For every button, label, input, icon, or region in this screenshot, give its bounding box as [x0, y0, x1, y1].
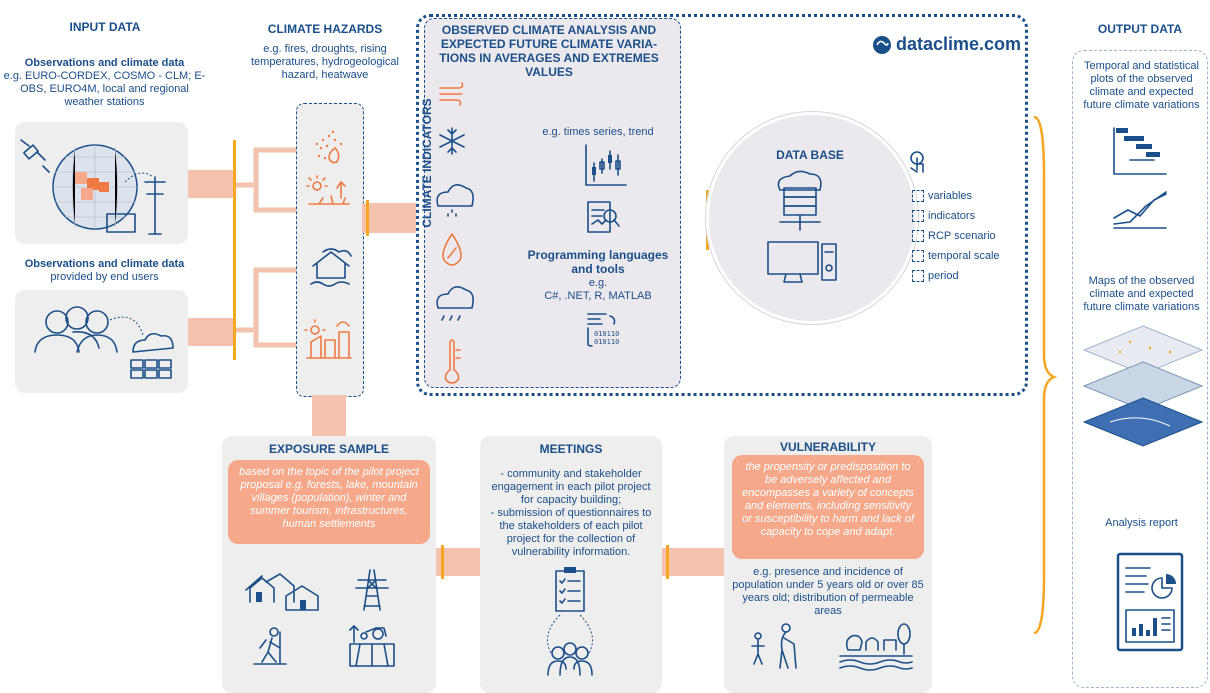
- option-temporal-scale[interactable]: temporal scale: [912, 246, 1022, 266]
- clipboard-checklist-icon: [555, 567, 585, 612]
- child-elderly-icon: [751, 623, 797, 669]
- report-text: Analysis report: [1105, 517, 1178, 529]
- exposure-icons: [245, 569, 395, 667]
- trend-lines-icon: [1113, 191, 1167, 229]
- snow-cloud-icon: [436, 184, 474, 217]
- meetings-bracket: [666, 545, 669, 579]
- hazards-panel: [296, 103, 364, 397]
- checkbox[interactable]: [912, 230, 924, 242]
- maps-text: Maps of the observed climate and expecte…: [1083, 275, 1200, 313]
- connector-hazards-exposure: [312, 395, 346, 437]
- report-analysis-icon: [587, 201, 620, 233]
- option-label: indicators: [928, 210, 976, 222]
- checkbox[interactable]: [912, 210, 924, 222]
- gantt-chart-icon: [1113, 127, 1167, 175]
- snowflake-icon: [439, 127, 465, 155]
- globe-satellite-icon: [20, 139, 166, 235]
- analysis-frame: [416, 14, 1028, 396]
- candlestick-chart-icon: [585, 144, 627, 186]
- connector-hazards-analysis: [362, 203, 416, 233]
- vulnerability-title: VULNERABILITY: [780, 440, 876, 454]
- group-of-people-icon: [547, 642, 593, 676]
- indicator-icons: [436, 82, 474, 384]
- connector-observations: [188, 170, 236, 198]
- output-bracket: [1033, 115, 1058, 635]
- dataclime-logo-icon: [873, 35, 891, 54]
- checkbox[interactable]: [912, 270, 924, 282]
- connector-meetings-vulnerability: [662, 548, 724, 576]
- code-binary-icon: 010110 010110: [587, 313, 619, 347]
- touch-select-icon: [910, 151, 924, 173]
- vulnerability-definition: the propensity or predisposition to be a…: [732, 455, 924, 559]
- observations-panel: [15, 122, 188, 244]
- users-cloud-icon: [34, 306, 174, 379]
- plot-icons: [1113, 127, 1167, 229]
- climate-hazards-text: e.g. fires, droughts, rising temperature…: [251, 43, 399, 81]
- heatwave-city-icon: [304, 319, 352, 359]
- fire-icon: [315, 130, 343, 164]
- svg-text:010110: 010110: [594, 338, 619, 346]
- power-pylon-icon: [355, 569, 389, 611]
- user-observations-title: Observations and climate data: [24, 258, 185, 270]
- exposure-bracket: [441, 545, 444, 579]
- output-panel: [1072, 50, 1208, 688]
- option-label: RCP scenario: [928, 230, 996, 242]
- analysis-report-icon: [1116, 552, 1184, 652]
- option-rcp-scenario[interactable]: RCP scenario: [912, 226, 1022, 246]
- drought-icon: [306, 175, 350, 205]
- checkbox[interactable]: [912, 190, 924, 202]
- rain-cloud-icon: [436, 286, 474, 321]
- input-data-title: INPUT DATA: [69, 20, 141, 34]
- option-indicators[interactable]: indicators: [912, 206, 1022, 226]
- exposure-description: based on the topic of the pilot project …: [228, 460, 430, 544]
- farm-tractor-icon: [349, 625, 395, 667]
- flood-house-icon: [310, 248, 352, 287]
- layered-maps-icon: [1082, 325, 1204, 447]
- permeable-areas-icon: [839, 623, 913, 671]
- plots-text: Temporal and statistical plots of the ob…: [1083, 60, 1200, 111]
- hazards-bracket: [366, 200, 369, 236]
- series-text: e.g. times series, trend: [542, 126, 654, 138]
- end-users-panel: [15, 290, 188, 393]
- connector-users: [188, 318, 236, 346]
- village-houses-icon: [245, 573, 319, 611]
- climate-hazards-title: CLIMATE HAZARDS: [267, 22, 383, 36]
- database-circle: [706, 112, 918, 324]
- option-label: period: [928, 270, 959, 282]
- input-bracket: [233, 140, 236, 360]
- database-title: DATA BASE: [776, 148, 844, 162]
- hiker-icon: [253, 627, 287, 665]
- exposure-title: EXPOSURE SAMPLE: [268, 442, 390, 456]
- programming-title: Programming languages and tools: [527, 248, 669, 276]
- analysis-title: OBSERVED CLIMATE ANALYSIS AND EXPECTED F…: [439, 23, 659, 79]
- meetings-title: MEETINGS: [539, 442, 603, 456]
- programming-text: C#, .NET, R, MATLAB: [544, 290, 652, 302]
- programming-eg: e.g.: [588, 277, 608, 289]
- meeting-icons: [547, 567, 593, 676]
- option-label: temporal scale: [928, 250, 1000, 262]
- option-period[interactable]: period: [912, 266, 1022, 286]
- observations-title: Observations and climate data: [24, 57, 185, 69]
- wind-icon: [439, 82, 464, 106]
- option-variables[interactable]: variables: [912, 186, 1022, 206]
- brand-logo: dataclime.com: [872, 34, 1021, 55]
- analysis-panel: [424, 18, 681, 388]
- vulnerability-example: e.g. presence and incidence of populatio…: [732, 566, 924, 617]
- thermometer-icon: [444, 339, 461, 384]
- observations-text: e.g. EURO-CORDEX, COSMO - CLM; E-OBS, EU…: [3, 70, 206, 108]
- humidity-drop-icon: [442, 233, 462, 266]
- option-label: variables: [928, 190, 973, 202]
- server-computer-icon: [767, 170, 837, 283]
- meetings-panel: [480, 436, 662, 693]
- output-data-title: OUTPUT DATA: [1097, 22, 1183, 36]
- vulnerability-icons: [751, 623, 913, 671]
- hazard-branch-lines: [236, 147, 298, 348]
- brand-name: dataclime.com: [896, 34, 1022, 54]
- checkbox[interactable]: [912, 250, 924, 262]
- user-observations-text: provided by end users: [50, 271, 159, 283]
- database-options-list: variables indicators RCP scenario tempor…: [912, 186, 1022, 286]
- meetings-text: - community and stakeholder engagement i…: [490, 468, 652, 558]
- svg-text:010110: 010110: [594, 330, 619, 338]
